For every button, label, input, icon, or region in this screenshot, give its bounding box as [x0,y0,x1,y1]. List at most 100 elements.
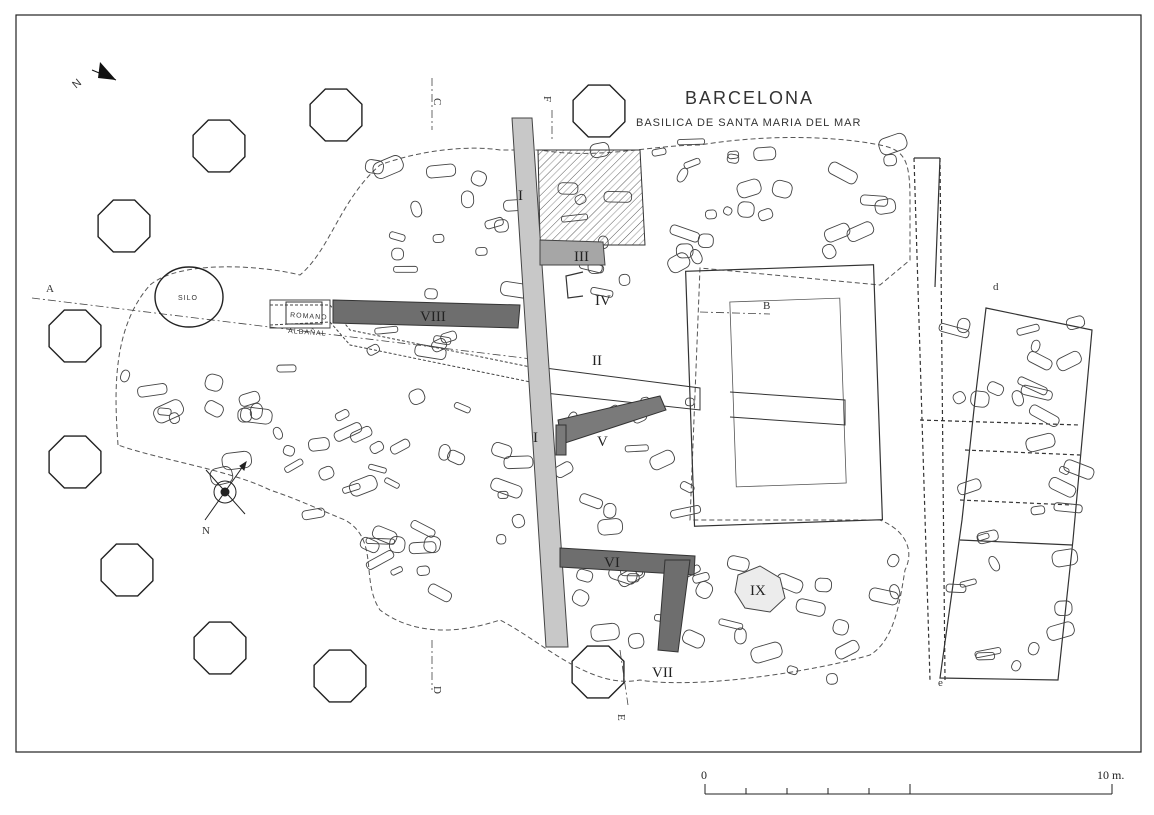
burial-stone [204,400,224,418]
burial-stone [308,437,330,452]
burial-stone [826,673,838,685]
burial-stone [670,504,702,519]
burial-stone [157,407,172,416]
burial-stone [718,618,744,631]
wall-label-II: II [592,353,602,369]
burial-stone [453,402,471,414]
silo-label: SILO [178,295,198,302]
pillar [192,119,246,173]
wall-label-III: III [574,249,589,265]
burial-stone [168,412,181,424]
burial-stone [603,502,617,519]
burial-stone [238,390,261,407]
burial-stone [484,216,504,230]
section-lines [31,78,771,706]
burial-stone [986,381,1005,396]
wall-III [539,239,606,266]
burial-stone [1056,350,1082,372]
burial-stone [1025,432,1056,453]
burial-stone [334,409,350,422]
burial-stone [408,541,437,555]
burial-stone [956,317,971,334]
burial-stone [603,190,633,203]
burial-stone [1051,548,1079,568]
burial-stone [771,179,793,199]
excavation-boundary [115,137,911,684]
burial-stone [408,388,426,405]
burial-stone [571,589,590,607]
burial-stone [814,577,833,593]
burial-stone [431,337,448,353]
burial-stone [597,518,624,536]
burial-stone [427,583,453,603]
burial-stone [438,444,451,461]
right-annex [913,157,1093,681]
burial-stone [682,629,705,649]
burial-stone [1017,376,1048,396]
burial-stone [491,442,513,459]
burial-stone [1058,465,1070,475]
burial-stone [1011,660,1022,672]
wall-label-I-top: I [518,188,523,204]
burial-stone [557,182,579,195]
burial-stone [726,555,750,572]
burial-stone [372,155,404,179]
north-label: N [202,525,210,537]
burial-stone [209,466,234,486]
burial-stone [977,532,990,541]
burial-stone [432,233,445,243]
burial-stone [786,665,799,676]
burial-stone [221,450,252,471]
burial-stone [425,163,457,179]
burial-stone [388,231,406,242]
burial-stone [795,598,826,617]
burial-stone [589,142,610,159]
burial-stone [410,520,436,538]
burial-stone [301,507,326,521]
burial-stone [579,493,604,510]
burial-stone [249,402,263,420]
burial-stone [683,157,701,169]
section-b-label: B [763,300,770,312]
room-outer [685,264,884,527]
burial-stone [974,647,1002,659]
burial-stone [1016,323,1040,336]
burial-stone [821,243,837,260]
burial-stone [574,193,587,205]
burial-stone [692,572,710,584]
wall-VIII [332,299,521,329]
burial-stone [391,247,404,261]
wall-VI [559,547,696,576]
hatched-floor [537,149,646,246]
burial-stone [834,639,860,660]
burial-stones [119,132,1095,685]
burial-stone [736,178,762,199]
burial-stone [1065,315,1086,331]
burial-stone [366,343,381,356]
burial-stone [368,463,387,474]
burial-stone [416,565,430,576]
burial-stone [737,201,755,218]
pillar [571,645,625,699]
wall-II-band [544,367,846,426]
burial-stone [624,444,649,453]
burial-stone [651,147,667,157]
burial-stone [390,566,403,576]
burial-stone [414,343,447,360]
burial-stone [976,529,999,545]
wall-label-VIII: VIII [420,309,446,325]
section-f-label: F [541,96,553,102]
burial-stone [364,159,385,175]
burial-stone [511,513,526,529]
burial-stone [349,425,373,443]
scale-start-label: 0 [701,768,707,782]
burial-stone [204,373,224,392]
burial-stone [365,537,395,545]
section-e-label: e [938,677,943,689]
burial-stone [883,153,897,167]
burial-stone [868,587,899,606]
pillar [309,88,363,142]
burial-stone [276,364,297,373]
burial-stone [240,406,273,425]
